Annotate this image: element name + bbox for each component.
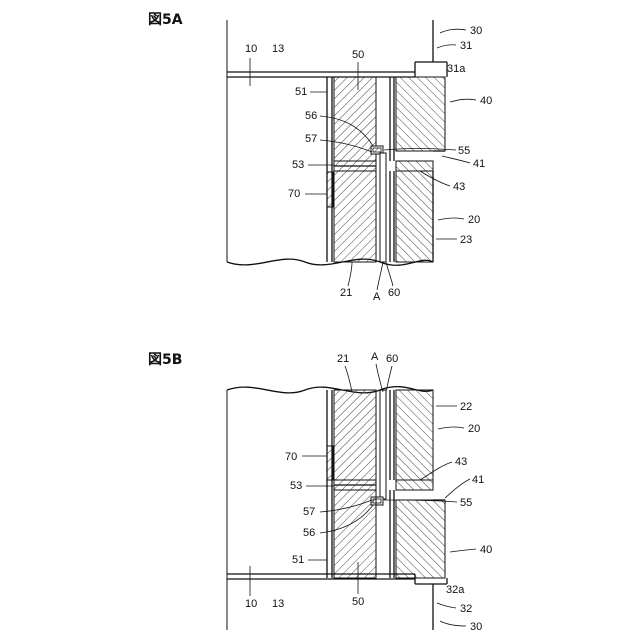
label-30: 30 <box>470 25 482 37</box>
label-70: 70 <box>288 188 300 200</box>
figure-5a: 図5A <box>148 12 492 303</box>
label-20: 20 <box>468 214 480 226</box>
label-13: 13 <box>272 598 284 610</box>
label-21: 21 <box>337 353 349 365</box>
label-40: 40 <box>480 95 492 107</box>
label-32: 32 <box>460 603 472 615</box>
label-43: 43 <box>455 456 467 468</box>
figure-5b-title: 図5B <box>148 352 182 368</box>
label-A: A <box>373 291 381 303</box>
label-43: 43 <box>453 181 465 193</box>
label-22: 22 <box>460 401 472 413</box>
label-10: 10 <box>245 43 257 55</box>
label-56: 56 <box>303 527 315 539</box>
label-20: 20 <box>468 423 480 435</box>
label-70: 70 <box>285 451 297 463</box>
label-56: 56 <box>305 110 317 122</box>
label-41: 41 <box>473 158 485 170</box>
label-30: 30 <box>470 621 482 633</box>
label-55: 55 <box>460 497 472 509</box>
label-41: 41 <box>472 474 484 486</box>
label-31: 31 <box>460 40 472 52</box>
label-53: 53 <box>292 159 304 171</box>
label-51: 51 <box>295 86 307 98</box>
label-57: 57 <box>305 133 317 145</box>
label-10: 10 <box>245 598 257 610</box>
label-32a: 32a <box>446 584 465 596</box>
figure-5b: 図5B 21 <box>148 351 492 633</box>
label-13: 13 <box>272 43 284 55</box>
label-A: A <box>371 351 379 363</box>
label-50: 50 <box>352 49 364 61</box>
label-21: 21 <box>340 287 352 299</box>
figure-5a-title: 図5A <box>148 12 183 28</box>
label-55: 55 <box>458 145 470 157</box>
label-57: 57 <box>303 506 315 518</box>
label-40: 40 <box>480 544 492 556</box>
label-23: 23 <box>460 234 472 246</box>
label-51: 51 <box>292 554 304 566</box>
label-60: 60 <box>386 353 398 365</box>
label-31a: 31a <box>447 63 466 75</box>
label-60: 60 <box>388 287 400 299</box>
label-50: 50 <box>352 596 364 608</box>
label-53: 53 <box>290 480 302 492</box>
